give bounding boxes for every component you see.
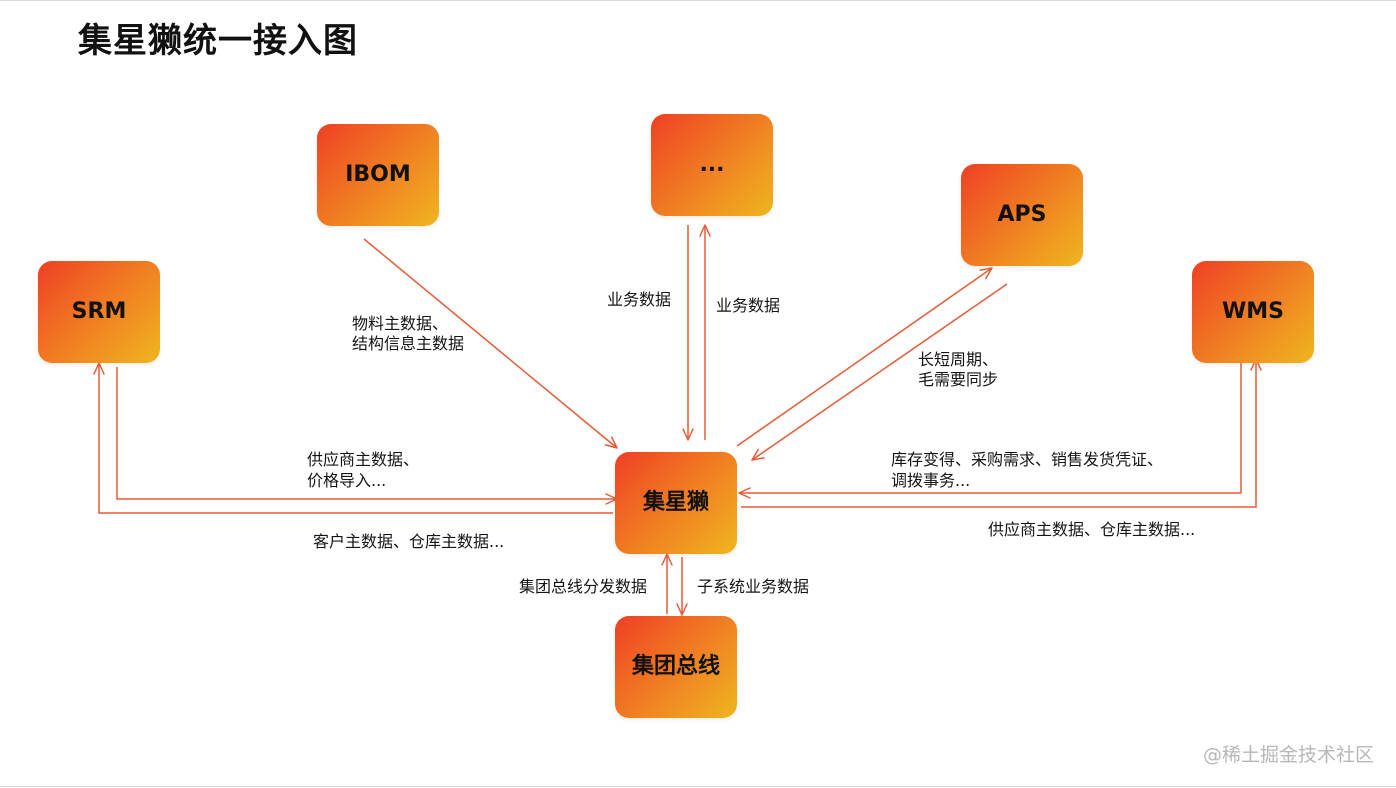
ibom-label-line-1: 物料主数据、 — [352, 314, 449, 333]
center-node: 集星獭 — [615, 452, 737, 554]
bus-to-center-label: 集团总线分发数据 — [519, 577, 648, 596]
wms-in-label-line-1: 库存变得、采购需求、销售发货凭证、 — [891, 450, 1164, 469]
ellipsis-node: ... — [651, 114, 773, 216]
ellipsis-up-label: 业务数据 — [716, 296, 781, 315]
center-node-label: 集星獭 — [642, 490, 709, 515]
aps-label-line-2: 毛需要同步 — [918, 370, 999, 389]
arrow-srm-to-center — [116, 367, 618, 505]
arrow-center-to-srm — [93, 362, 613, 514]
ibom-label-line-2: 结构信息主数据 — [352, 334, 465, 353]
watermark-text: @稀土掘金技术社区 — [1202, 744, 1374, 766]
srm-node: SRM — [38, 261, 160, 363]
bus-node: 集团总线 — [615, 616, 737, 718]
ellipsis-node-label: ... — [699, 152, 725, 177]
diagram-title: 集星獭统一接入图 — [78, 21, 358, 61]
aps-label-line-1: 长短周期、 — [918, 350, 999, 369]
arrow-wms-to-center — [738, 363, 1242, 499]
bus-node-label: 集团总线 — [631, 654, 720, 679]
center-to-bus-label: 子系统业务数据 — [697, 577, 810, 596]
ibom-node: IBOM — [317, 124, 439, 226]
srm-out-label: 客户主数据、仓库主数据... — [313, 532, 505, 551]
arrow-aps-to-center — [751, 283, 1008, 461]
aps-node-label: APS — [997, 202, 1047, 227]
arrow-ibom-to-center — [363, 238, 618, 449]
ibom-node-label: IBOM — [345, 162, 411, 187]
srm-node-label: SRM — [71, 299, 127, 324]
wms-out-label: 供应商主数据、仓库主数据... — [988, 520, 1196, 539]
arrow-center-to-wms — [741, 358, 1262, 508]
srm-in-label-line-1: 供应商主数据、 — [307, 450, 420, 469]
wms-in-label-line-2: 调拨事务... — [891, 471, 971, 490]
ellipsis-down-label: 业务数据 — [607, 290, 672, 309]
srm-in-label-line-2: 价格导入... — [307, 471, 387, 490]
wms-node: WMS — [1192, 261, 1314, 363]
arrow-center-to-aps — [736, 267, 993, 447]
wms-node-label: WMS — [1221, 299, 1284, 324]
aps-node: APS — [961, 164, 1083, 266]
